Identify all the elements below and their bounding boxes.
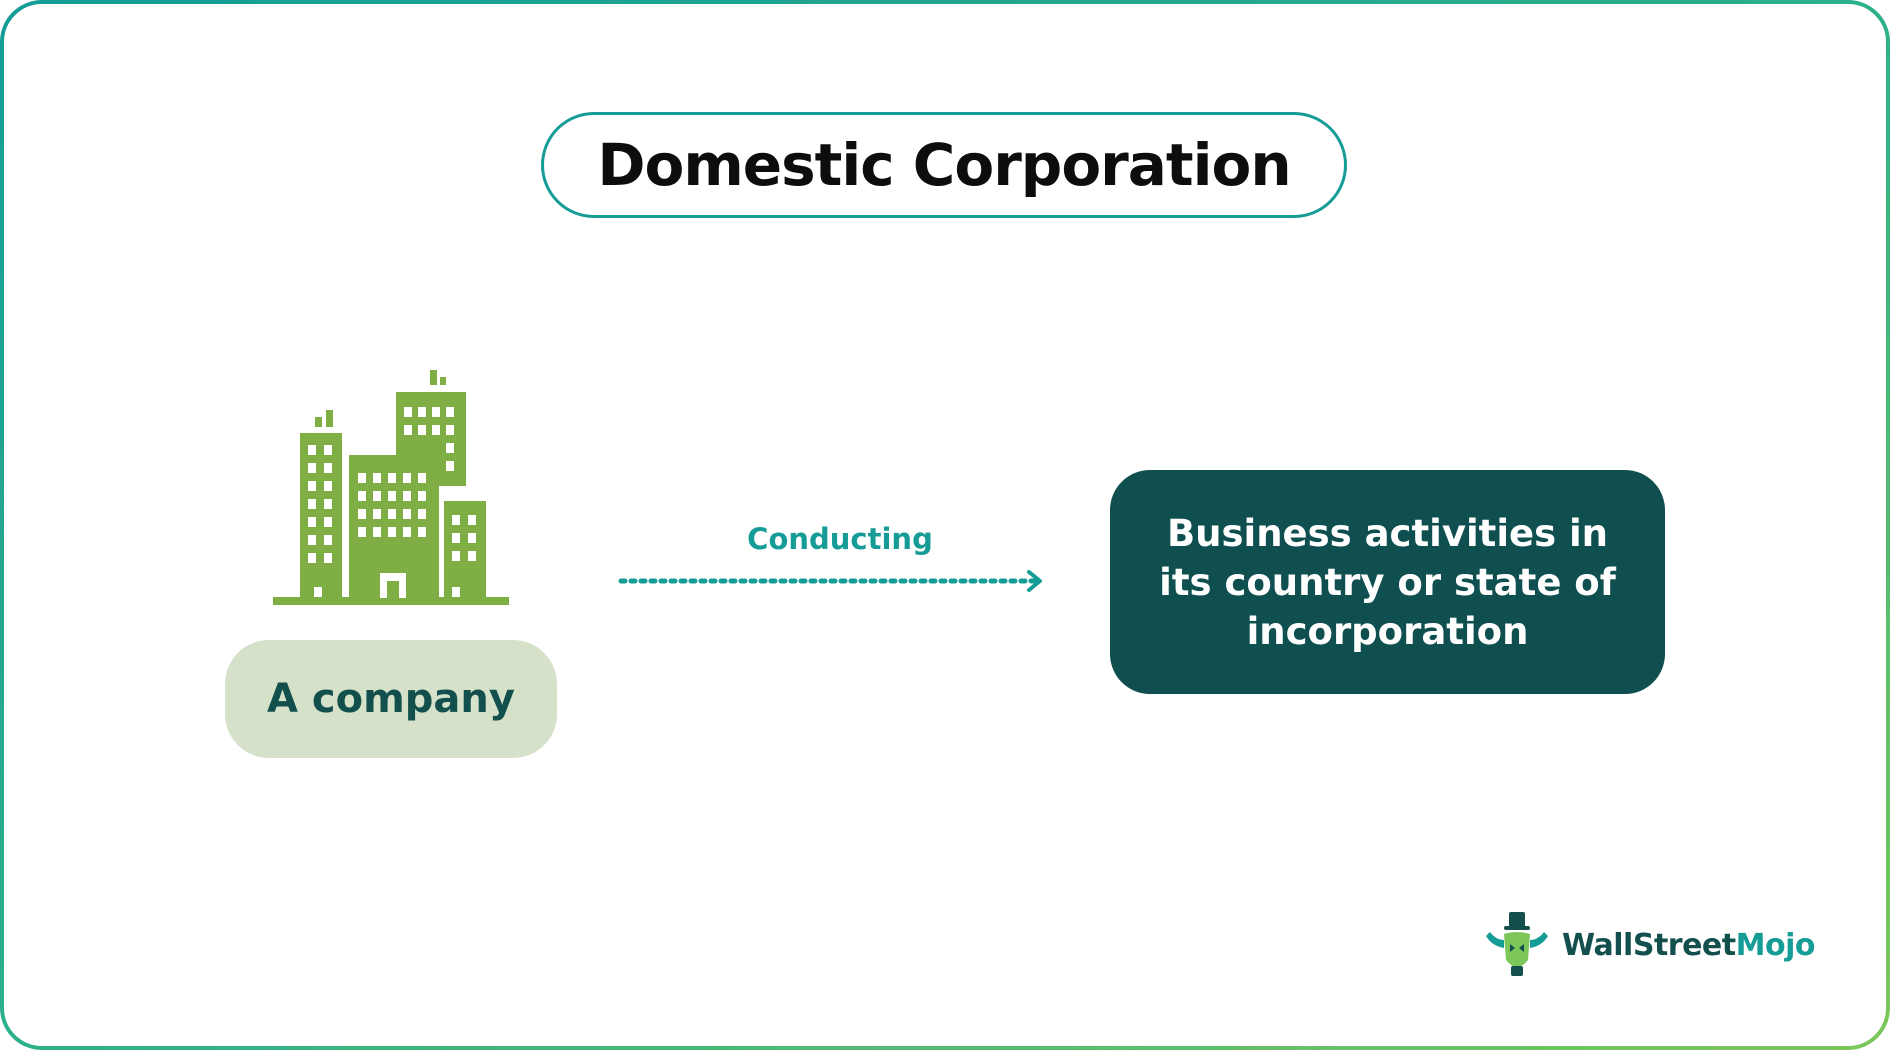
company-pill: A company [225,640,557,758]
brand-watermark: WallStreetMojo [1482,910,1815,980]
page-title: Domestic Corporation [597,131,1291,199]
bull-logo-icon [1486,912,1548,976]
office-buildings-icon [273,370,509,605]
outcome-text: Business activities in its country or st… [1159,511,1616,653]
brand-name-part2: Mojo [1735,927,1816,963]
brand-name: WallStreetMojo [1562,928,1815,963]
company-label: A company [267,676,515,722]
connector-label: Conducting [747,522,933,556]
outcome-box: Business activities in its country or st… [1110,470,1665,694]
title-pill: Domestic Corporation [541,112,1347,218]
dotted-arrow [618,570,1042,592]
brand-name-part1: WallStreet [1562,927,1736,963]
